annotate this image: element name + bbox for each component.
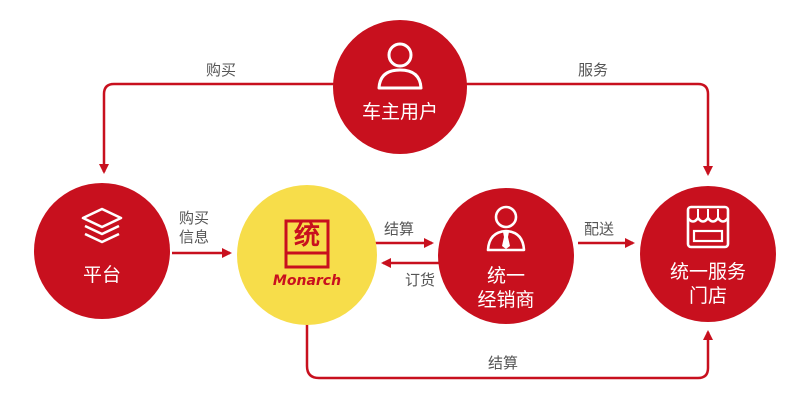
edge-label-order: 订货: [405, 271, 436, 289]
monarch-logo-char: 统: [293, 221, 320, 251]
business-person-icon: [486, 205, 526, 252]
edge-label-buy-info-line2: 信息: [179, 228, 210, 246]
storefront-icon: [686, 205, 730, 249]
dealer-node: 统一 经销商: [438, 188, 574, 324]
store-node: 统一服务 门店: [640, 186, 776, 322]
edge-label-service-top: 服务: [578, 61, 609, 79]
layers-icon: [81, 207, 123, 244]
arrow-owner-to-store: [462, 82, 713, 176]
edge-label-settle-bottom: 结算: [488, 354, 519, 372]
user-icon: [377, 42, 423, 90]
monarch-node: 统 Monarch: [237, 185, 377, 325]
car-owner-node: 车主用户: [333, 20, 467, 154]
store-label-line1: 统一服务: [669, 261, 746, 283]
arrow-monarch-to-store-settle: [305, 322, 713, 380]
store-label-line2: 门店: [688, 285, 727, 307]
dealer-label-line2: 经销商: [477, 289, 535, 311]
car-owner-label: 车主用户: [361, 101, 438, 123]
platform-label: 平台: [82, 264, 121, 286]
edge-label-buy-info-line1: 购买: [179, 209, 210, 227]
platform-node: 平台: [34, 183, 170, 319]
monarch-logo: [284, 219, 330, 269]
dealer-label-line1: 统一: [486, 265, 525, 287]
monarch-logo-text: Monarch: [272, 273, 342, 289]
edge-label-settle-mid: 结算: [384, 220, 415, 238]
edge-label-deliver: 配送: [584, 220, 615, 238]
arrow-owner-to-platform: [99, 82, 340, 174]
edge-label-buy-top: 购买: [206, 61, 237, 79]
